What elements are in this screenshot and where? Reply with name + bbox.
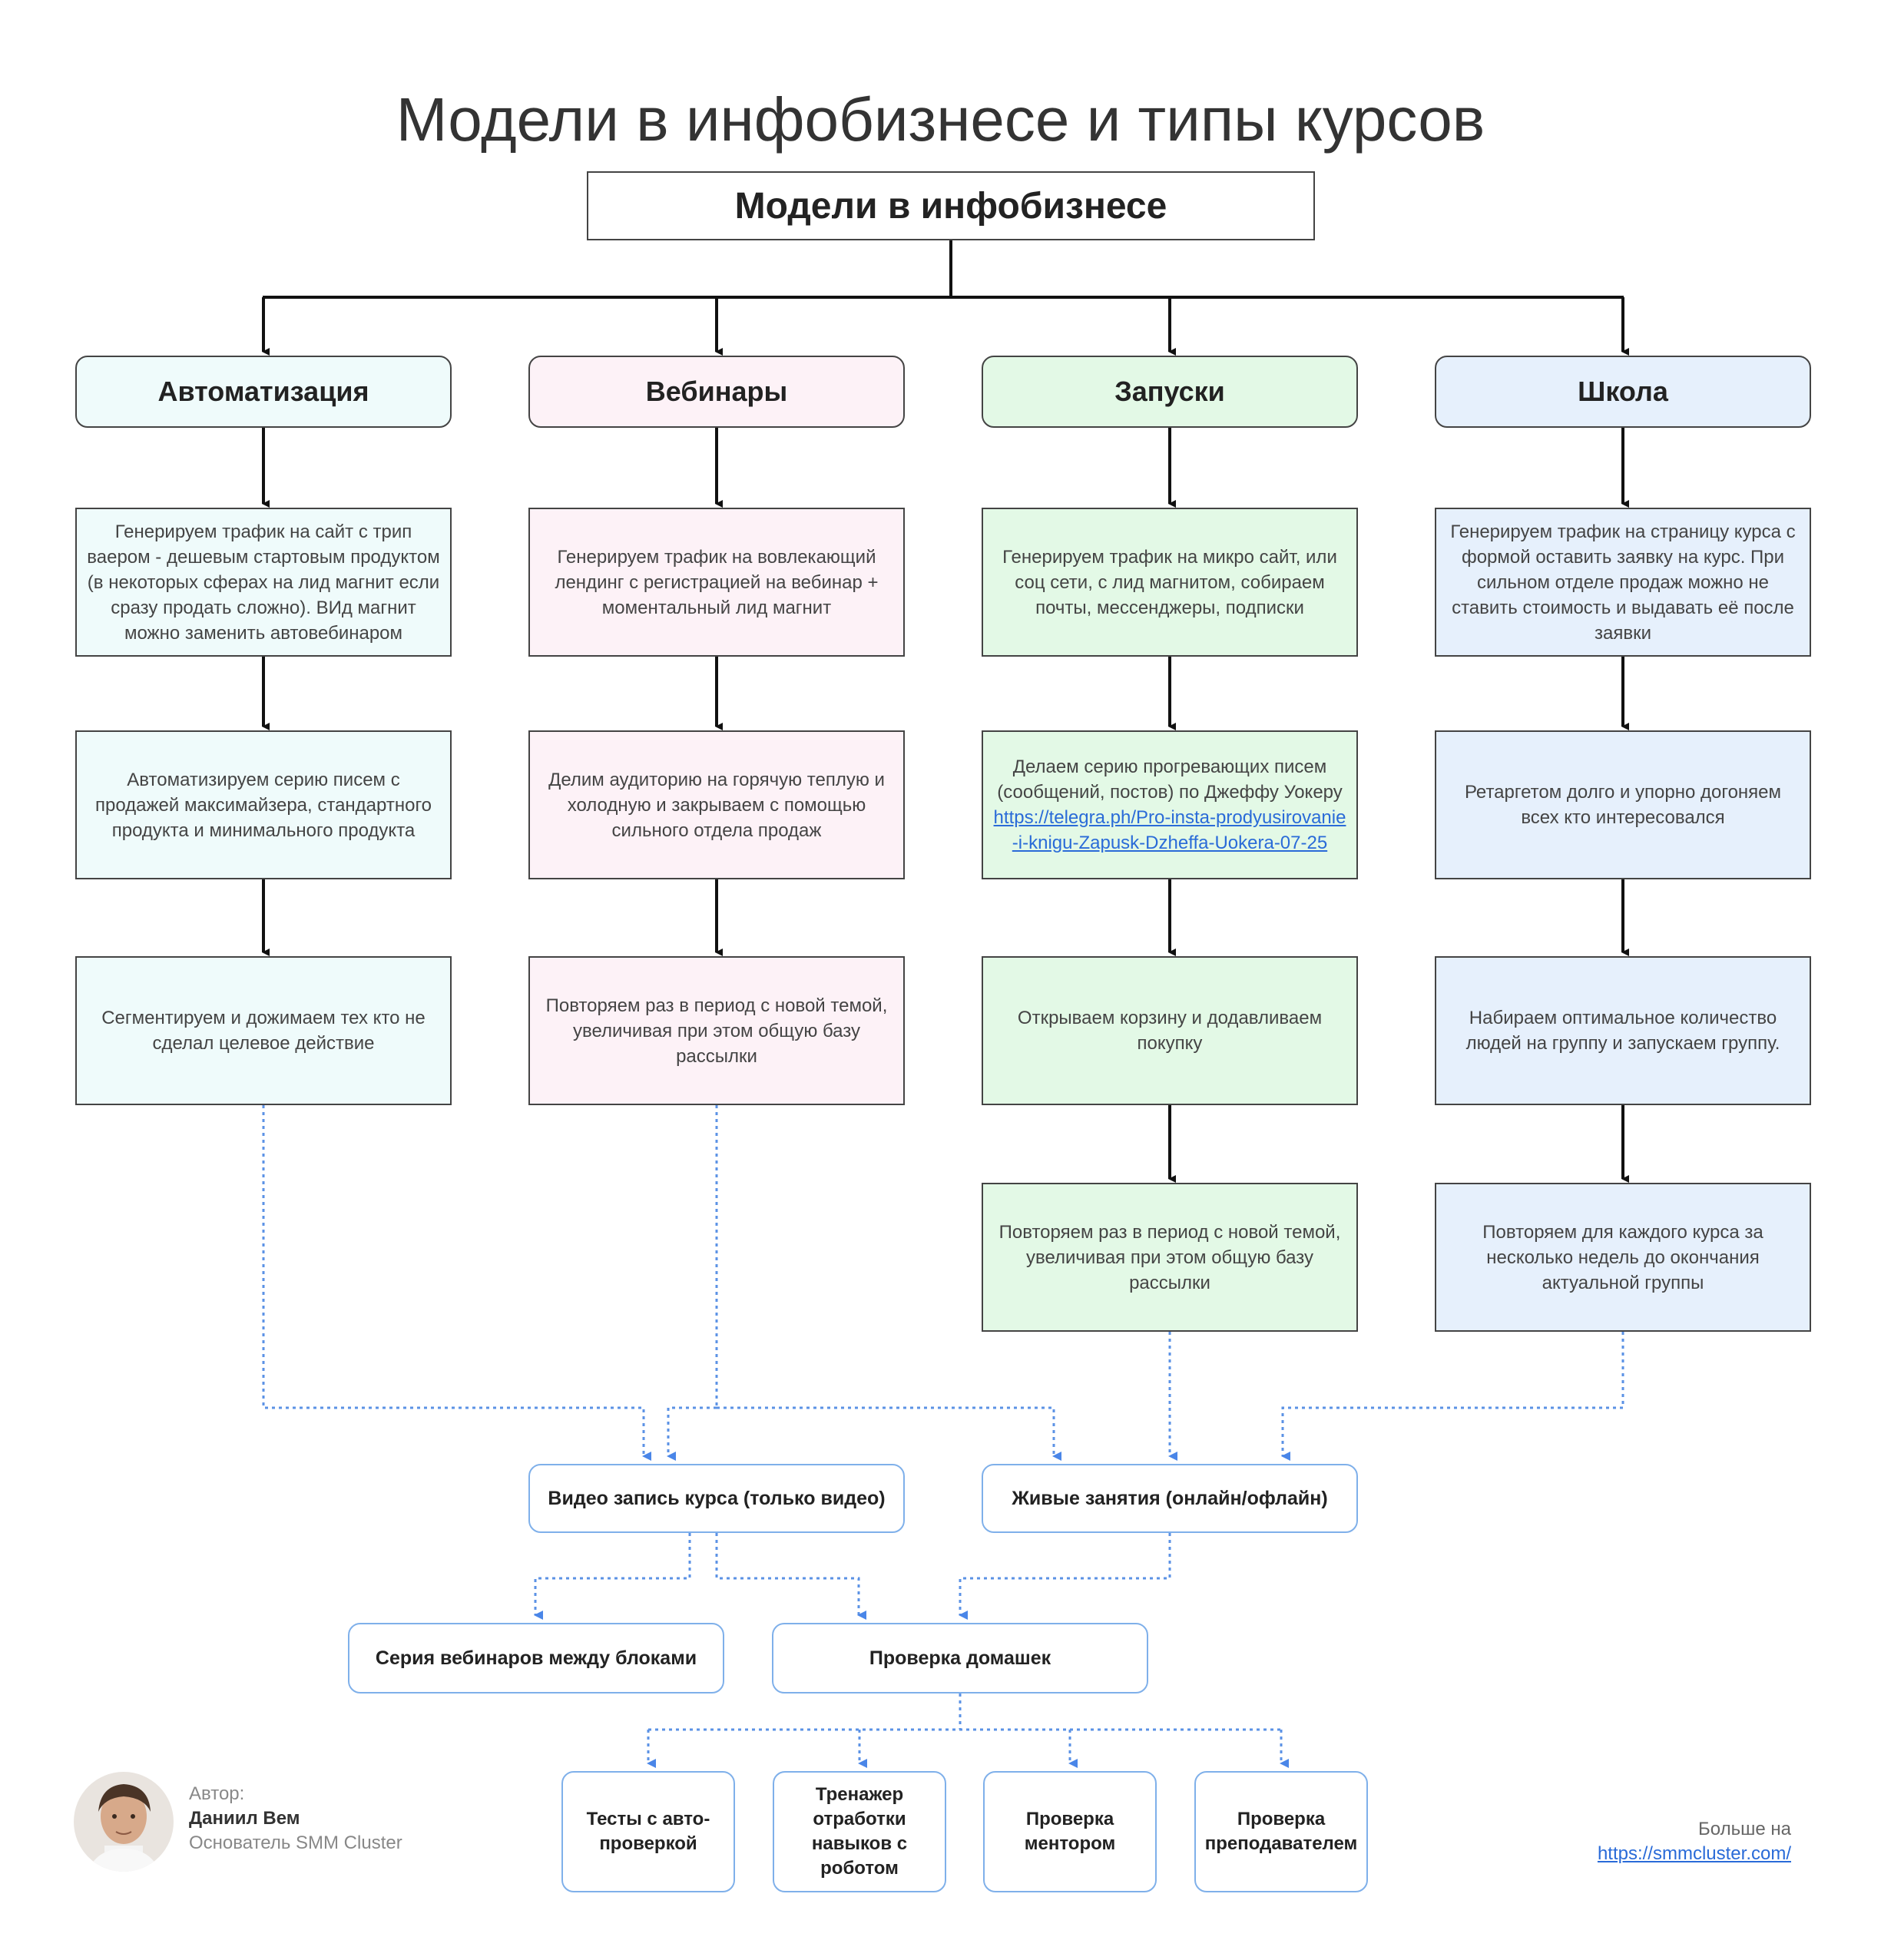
check-auto-tests: Тесты с авто-проверкой xyxy=(561,1771,735,1892)
launches-step-1: Генерируем трафик на микро сайт, или соц… xyxy=(982,508,1358,657)
webinars-step-1: Генерируем трафик на вовлекающий лендинг… xyxy=(528,508,905,657)
model-header-school: Школа xyxy=(1435,356,1811,428)
automation-step-3: Сегментируем и дожимаем тех кто не сдела… xyxy=(75,956,452,1105)
launches-step-2: Делаем серию прогревающих писем (сообщен… xyxy=(982,730,1358,879)
webinars-step-3: Повторяем раз в период с новой темой, ув… xyxy=(528,956,905,1105)
school-step-4: Повторяем для каждого курса за несколько… xyxy=(1435,1183,1811,1332)
check-mentor: Проверка ментором xyxy=(983,1771,1157,1892)
check-teacher: Проверка преподавателем xyxy=(1194,1771,1368,1892)
course-homework-review: Проверка домашек xyxy=(772,1623,1148,1693)
author-avatar xyxy=(74,1772,174,1872)
automation-step-1: Генерируем трафик на сайт с трип ваером … xyxy=(75,508,452,657)
automation-step-2: Автоматизируем серию писем с продажей ма… xyxy=(75,730,452,879)
model-header-automation: Автоматизация xyxy=(75,356,452,428)
webinars-step-2: Делим аудиторию на горячую теплую и холо… xyxy=(528,730,905,879)
author-caption: Автор: xyxy=(189,1783,245,1804)
more-caption: Больше на xyxy=(1698,1819,1791,1839)
school-step-2: Ретаргетом долго и упорно догоняем всех … xyxy=(1435,730,1811,879)
check-skill-trainer: Тренажер отработки навыков с роботом xyxy=(773,1771,946,1892)
walker-launch-link[interactable]: https://telegra.ph/Pro-insta-prodyusirov… xyxy=(993,807,1346,853)
model-header-webinars: Вебинары xyxy=(528,356,905,428)
root-node-models: Модели в инфобизнесе xyxy=(587,171,1315,240)
school-step-3: Набираем оптимальное количество людей на… xyxy=(1435,956,1811,1105)
school-step-1: Генерируем трафик на страницу курса с фо… xyxy=(1435,508,1811,657)
author-name: Даниил Вем xyxy=(189,1808,300,1829)
launches-step-2-text: Делаем серию прогревающих писем (сообщен… xyxy=(997,757,1343,803)
smmcluster-link[interactable]: https://smmcluster.com/ xyxy=(1597,1843,1791,1864)
launches-step-4: Повторяем раз в период с новой темой, ув… xyxy=(982,1183,1358,1332)
course-webinar-series: Серия вебинаров между блоками xyxy=(348,1623,724,1693)
course-video-recording: Видео запись курса (только видео) xyxy=(528,1464,905,1533)
launches-step-3: Открываем корзину и додавливаем покупку xyxy=(982,956,1358,1105)
page-title: Модели в инфобизнесе и типы курсов xyxy=(396,84,1485,154)
model-header-launches: Запуски xyxy=(982,356,1358,428)
course-live-classes: Живые занятия (онлайн/офлайн) xyxy=(982,1464,1358,1533)
author-role: Основатель SMM Cluster xyxy=(189,1833,402,1853)
